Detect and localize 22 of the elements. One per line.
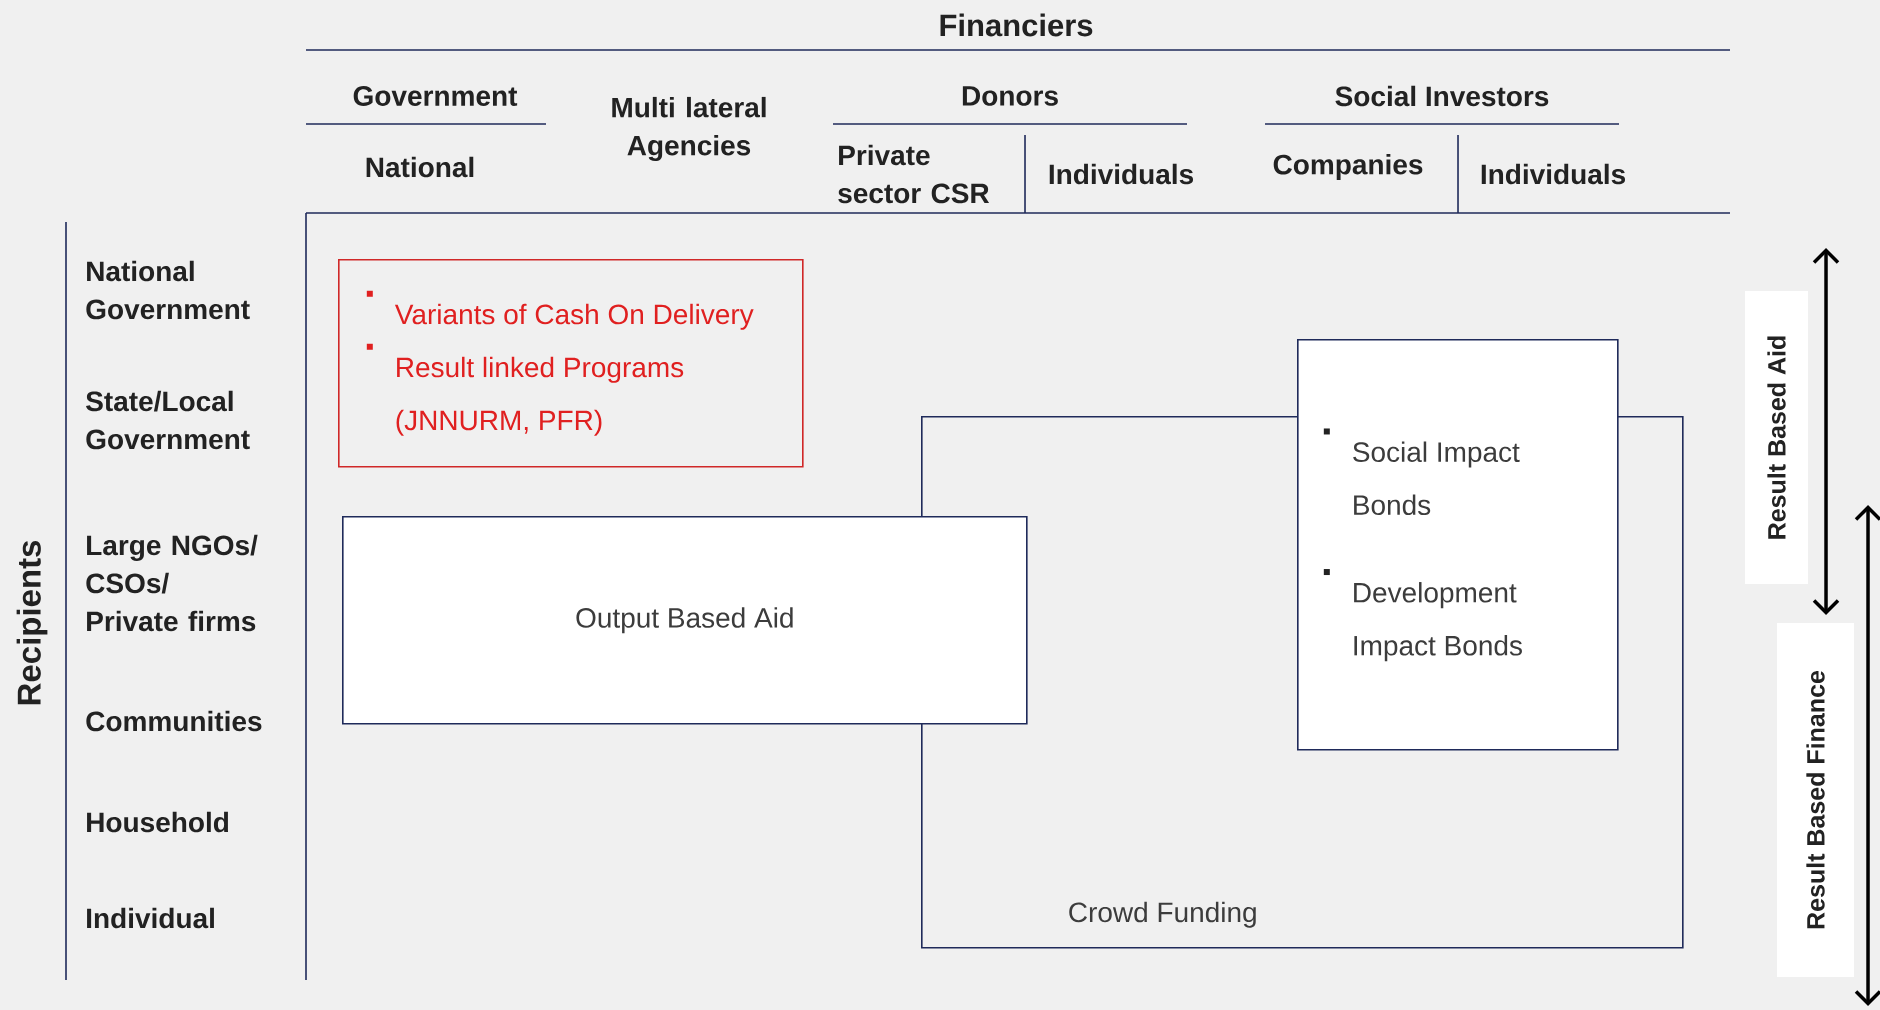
row-header: Household: [87, 811, 229, 833]
column-header: Individuals: [1049, 163, 1193, 185]
row-header: Large NGOs/ CSOs/ Private firms: [86, 534, 258, 632]
row-header: National Government: [86, 260, 250, 320]
process-box: Social Impact Bonds Development Impact Bonds: [1297, 339, 1619, 751]
axis-title: Recipients: [16, 540, 48, 705]
column-header: Social Investors: [1335, 85, 1549, 107]
range-label: Result Based Aid: [1745, 291, 1808, 584]
column-header: Donors: [962, 86, 1058, 106]
column-header: Individuals: [1481, 163, 1625, 185]
process-box: Output Based Aid: [342, 516, 1028, 725]
column-header: Government: [353, 86, 518, 106]
row-header: Communities: [86, 710, 262, 732]
column-header: Companies: [1273, 153, 1423, 181]
callout-box: Variants of Cash On Delivery Result linked Programs (JNNURM, PFR): [338, 259, 804, 468]
column-header: Private sector CSR: [838, 144, 990, 204]
range-label: Result Based Finance: [1777, 623, 1854, 977]
title: Financiers: [940, 13, 1093, 37]
column-header: National: [366, 156, 474, 178]
row-header: State/Local Government: [86, 390, 250, 450]
row-header: Individual: [87, 907, 214, 929]
column-header: Multi lateral Agencies: [612, 96, 766, 162]
